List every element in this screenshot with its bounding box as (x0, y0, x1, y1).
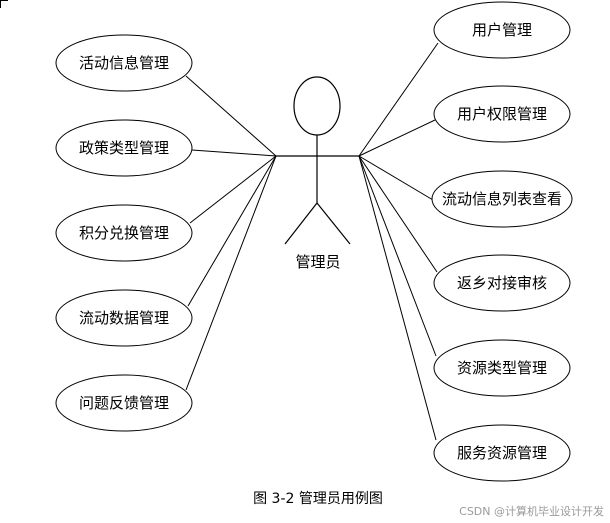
association-line (185, 155, 277, 391)
use-case-ellipse (433, 254, 571, 312)
use-case-label: 资源类型管理 (457, 359, 547, 377)
use-case-ellipse (55, 374, 193, 432)
use-case-label: 返乡对接审核 (457, 274, 547, 292)
left-use-cases: 活动信息管理 政策类型管理 积分兑换管理 流动数据管理 问题反馈管理 (55, 34, 193, 432)
actor-head (293, 76, 341, 136)
use-case-label: 问题反馈管理 (79, 394, 169, 412)
use-case-label: 用户权限管理 (457, 105, 547, 123)
use-case: 活动信息管理 (55, 34, 193, 92)
use-case: 流动数据管理 (55, 289, 193, 347)
use-case-ellipse (431, 170, 573, 228)
actor-stick-figure (276, 76, 359, 245)
use-case: 返乡对接审核 (433, 254, 571, 312)
use-case-ellipse (433, 85, 571, 143)
use-case: 积分兑换管理 (55, 204, 193, 262)
use-case: 流动信息列表查看 (431, 170, 573, 228)
association-line (358, 155, 437, 441)
right-use-cases: 用户管理 用户权限管理 流动信息列表查看 返乡对接审核 资源类型管理 服务资源管… (431, 1, 573, 482)
use-case-label: 政策类型管理 (79, 139, 169, 157)
use-case-label: 流动信息列表查看 (442, 190, 562, 208)
use-case-ellipse (55, 119, 193, 177)
use-case-label: 服务资源管理 (457, 444, 547, 462)
use-case: 政策类型管理 (55, 119, 193, 177)
watermark: CSDN @计算机毕业设计开发 (459, 504, 604, 518)
corner-mark (0, 0, 8, 8)
use-case: 服务资源管理 (433, 424, 571, 482)
association-line (358, 155, 434, 201)
association-lines (185, 42, 439, 441)
use-case-ellipse (55, 289, 193, 347)
use-case-ellipse (433, 1, 571, 59)
use-case: 用户权限管理 (433, 85, 571, 143)
association-line (191, 149, 277, 157)
association-line (189, 155, 277, 224)
use-case-label: 积分兑换管理 (79, 224, 169, 242)
use-case-label: 用户管理 (472, 21, 532, 39)
association-line (358, 42, 439, 157)
actor-left-leg (284, 202, 318, 245)
association-line (358, 119, 436, 157)
association-line (358, 155, 438, 273)
actor-label: 管理员 (295, 253, 340, 271)
use-case-label: 流动数据管理 (79, 309, 169, 327)
use-case-ellipse (433, 339, 571, 397)
use-case: 资源类型管理 (433, 339, 571, 397)
use-case: 用户管理 (433, 1, 571, 59)
use-case: 问题反馈管理 (55, 374, 193, 432)
association-line (185, 75, 277, 157)
association-line (358, 155, 437, 357)
association-line (187, 155, 277, 307)
use-case-ellipse (433, 424, 571, 482)
use-case-label: 活动信息管理 (79, 54, 169, 72)
use-case-ellipse (55, 204, 193, 262)
figure-caption: 图 3-2 管理员用例图 (253, 491, 383, 507)
use-case-ellipse (55, 34, 193, 92)
actor-right-leg (316, 202, 351, 245)
